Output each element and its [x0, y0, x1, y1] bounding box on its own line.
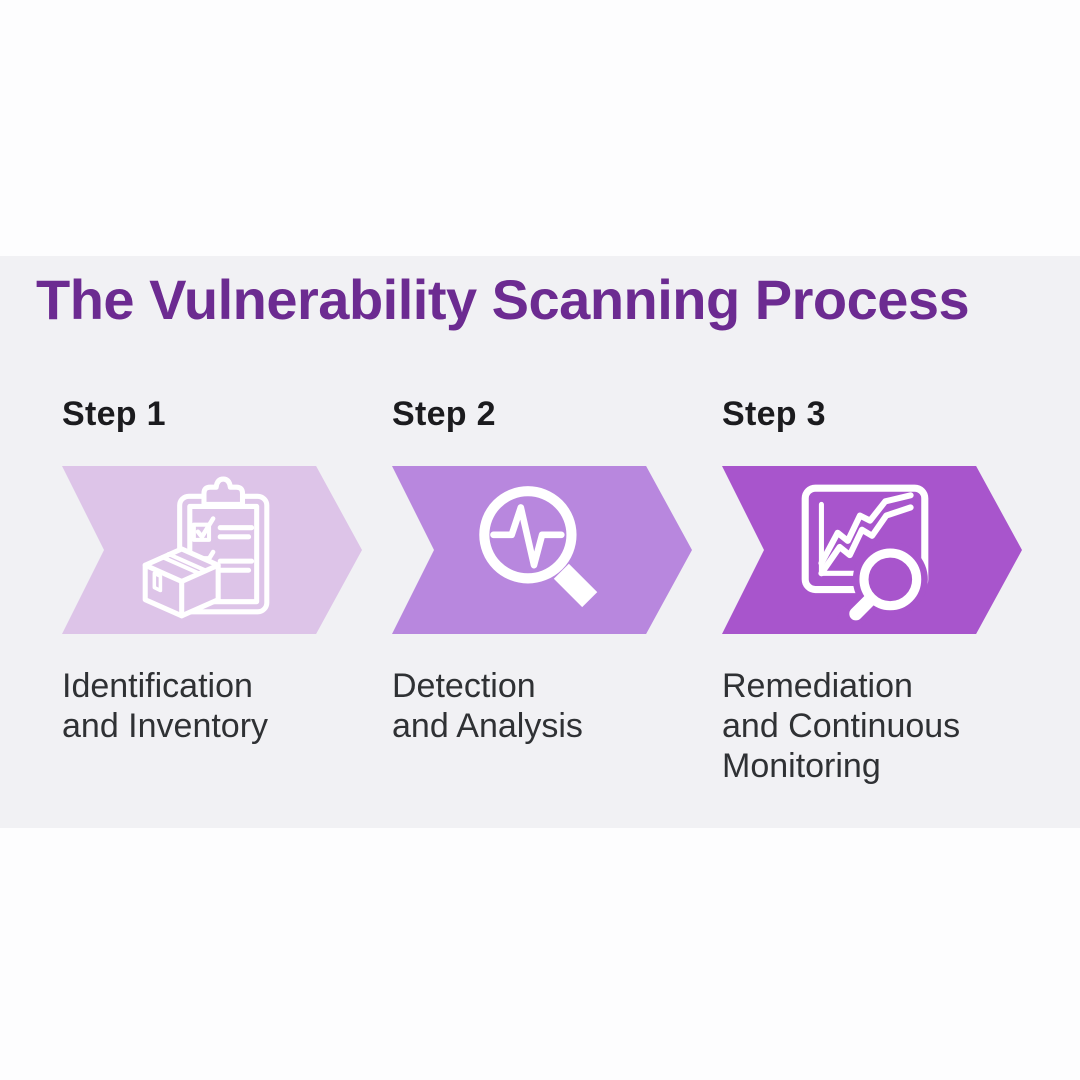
step-2-description: Detection and Analysis [392, 666, 692, 746]
step-2-arrow [392, 466, 692, 634]
step-1-description-line: and Inventory [62, 707, 269, 745]
step-2-description-line: and Analysis [392, 707, 583, 745]
step-3-description-line: Remediation [722, 667, 913, 705]
step-column-1: Step 1 [62, 394, 362, 746]
step-3-description-line: and Continuous [722, 707, 961, 745]
step-1-description-line: Identification [62, 667, 253, 705]
step-column-2: Step 2 Detection and Analysis [392, 394, 692, 746]
step-3-label: Step 3 [722, 395, 826, 433]
step-2-description-line: Detection [392, 667, 536, 705]
step-3-arrow [722, 466, 1022, 634]
step-1-label: Step 1 [62, 395, 166, 433]
magnifier-pulse-icon [479, 486, 598, 608]
step-3-description: Remediation and Continuous Monitoring [722, 666, 1022, 786]
step-1-description: Identification and Inventory [62, 666, 362, 746]
step-column-3: Step 3 Remediation and Continuous Monito… [722, 394, 1022, 786]
chart-magnifier-icon [801, 484, 929, 626]
step-2-label: Step 2 [392, 395, 496, 433]
clipboard-checklist-and-box-icon [142, 476, 270, 619]
step-3-description-line: Monitoring [722, 747, 881, 785]
page-title: The Vulnerability Scanning Process [36, 268, 970, 331]
step-1-arrow [62, 466, 362, 634]
